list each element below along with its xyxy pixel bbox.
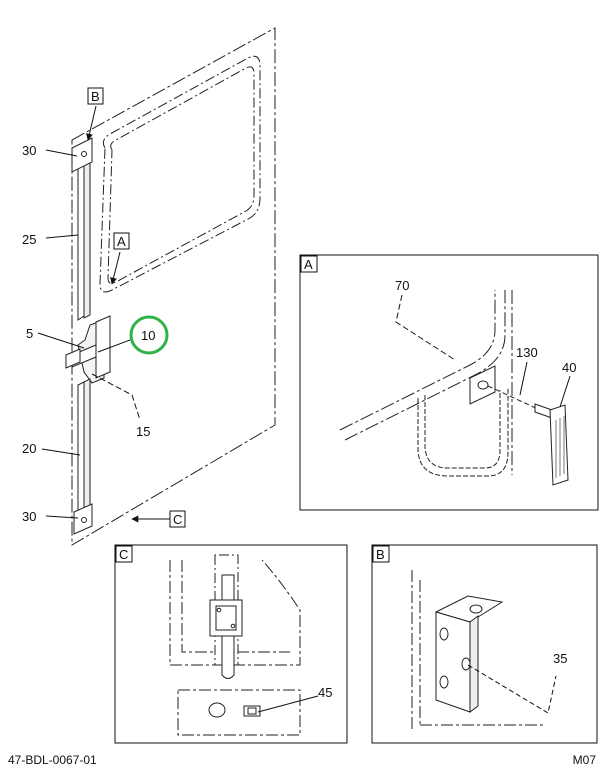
view-label-b-main: B [87,87,104,105]
door-outline [71,27,276,546]
document-id: 47-BDL-0067-01 [8,753,97,767]
svg-text:A: A [304,257,313,272]
callout-5: 5 [26,326,33,341]
callout-70: 70 [395,278,409,293]
detail-c-panel: C 45 [114,544,348,744]
sheet-code: M07 [572,753,596,767]
callout-130: 130 [516,345,538,360]
callout-35: 35 [553,651,567,666]
svg-text:A: A [117,234,126,249]
svg-text:C: C [173,512,182,527]
callout-15: 15 [136,424,150,439]
svg-text:B: B [376,547,385,562]
view-label-c-main: C [169,510,186,528]
callout-20: 20 [22,441,36,456]
callout-30-bottom: 30 [22,509,36,524]
door-window [99,55,261,293]
callout-30-top: 30 [22,143,36,158]
svg-text:B: B [91,89,100,104]
svg-text:C: C [119,547,128,562]
detail-a-panel: A 70 130 40 [299,254,599,511]
main-leader-lines [37,105,170,523]
callout-40: 40 [562,360,576,375]
latch-rod-assembly [65,137,111,535]
callout-10: 10 [141,328,155,343]
highlight-circle [129,315,169,355]
detail-b-panel: B 35 [371,544,598,744]
callout-25: 25 [22,232,36,247]
callout-45: 45 [318,685,332,700]
view-label-a-main: A [113,232,130,250]
